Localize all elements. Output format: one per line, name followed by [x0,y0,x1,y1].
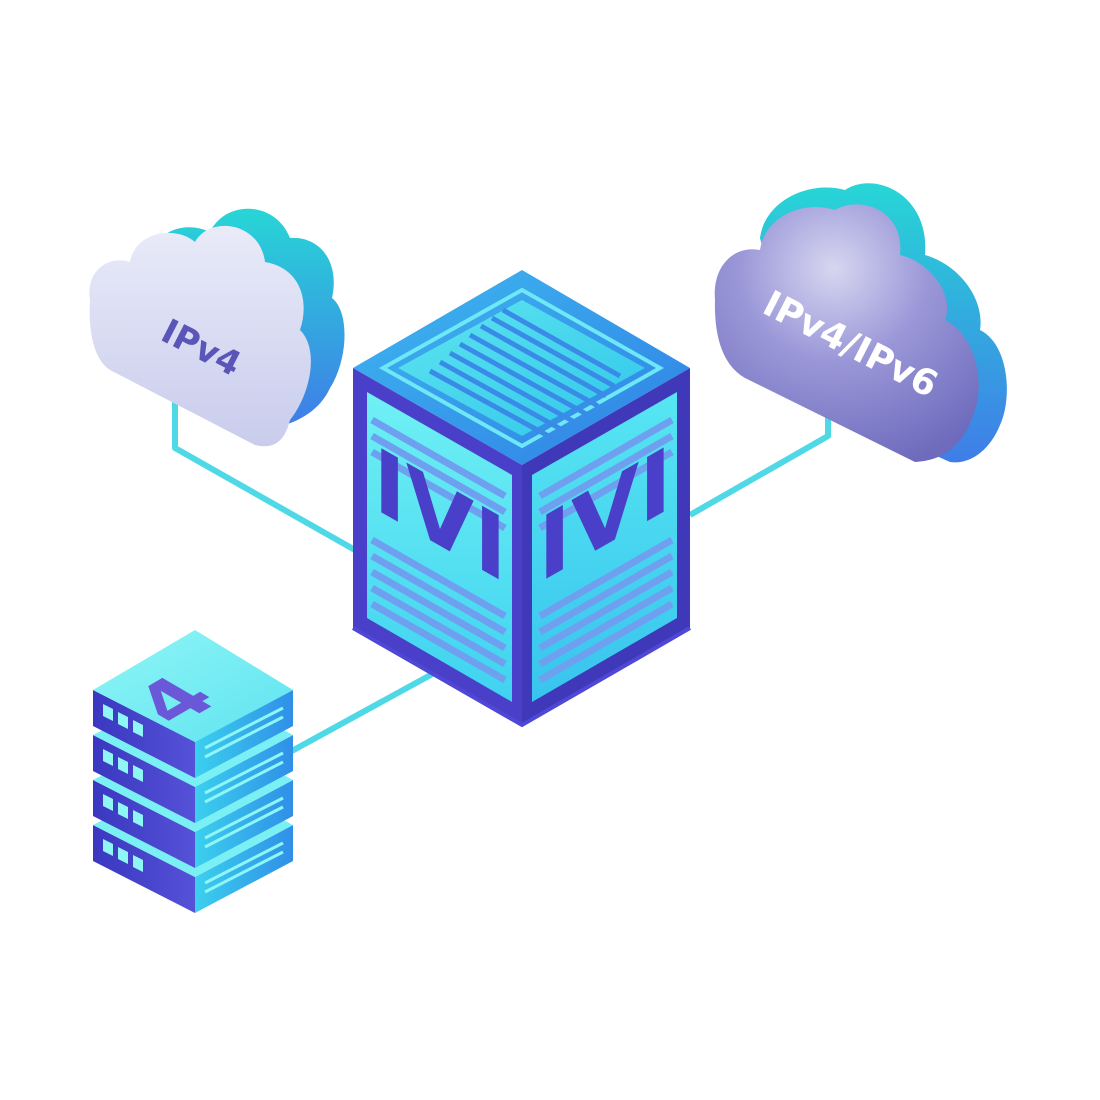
cube-server-ivi: IVI IVI [352,270,692,728]
cloud-right-front [714,204,979,462]
rack-top [93,630,293,742]
cube-face-left-vents [370,416,507,684]
rack-unit-3-leds [103,794,143,827]
cloud-left-front [89,225,311,447]
connector-left-cloud-to-cube [172,400,357,553]
connector-right-cloud-to-cube [688,400,831,518]
cloud-right-ipv4-ipv6: IPv4/IPv6 [714,183,1007,463]
rack-unit-1-leds [103,704,143,737]
rack-server: 4 [93,630,293,913]
cube-face-right-vents [538,416,674,684]
connector-rack-to-cube [288,669,438,755]
rack-unit-4-leds [103,839,143,872]
cube-top-inner-frame [378,287,665,449]
cube-top-inner [398,300,645,436]
cube-top-vents [428,307,622,441]
cube-bottom-rim [352,626,692,728]
rack-unit-1: 4 [93,630,293,778]
cloud-left-ipv4: IPv4 [89,208,345,447]
rack-unit-2-leds [103,749,143,782]
